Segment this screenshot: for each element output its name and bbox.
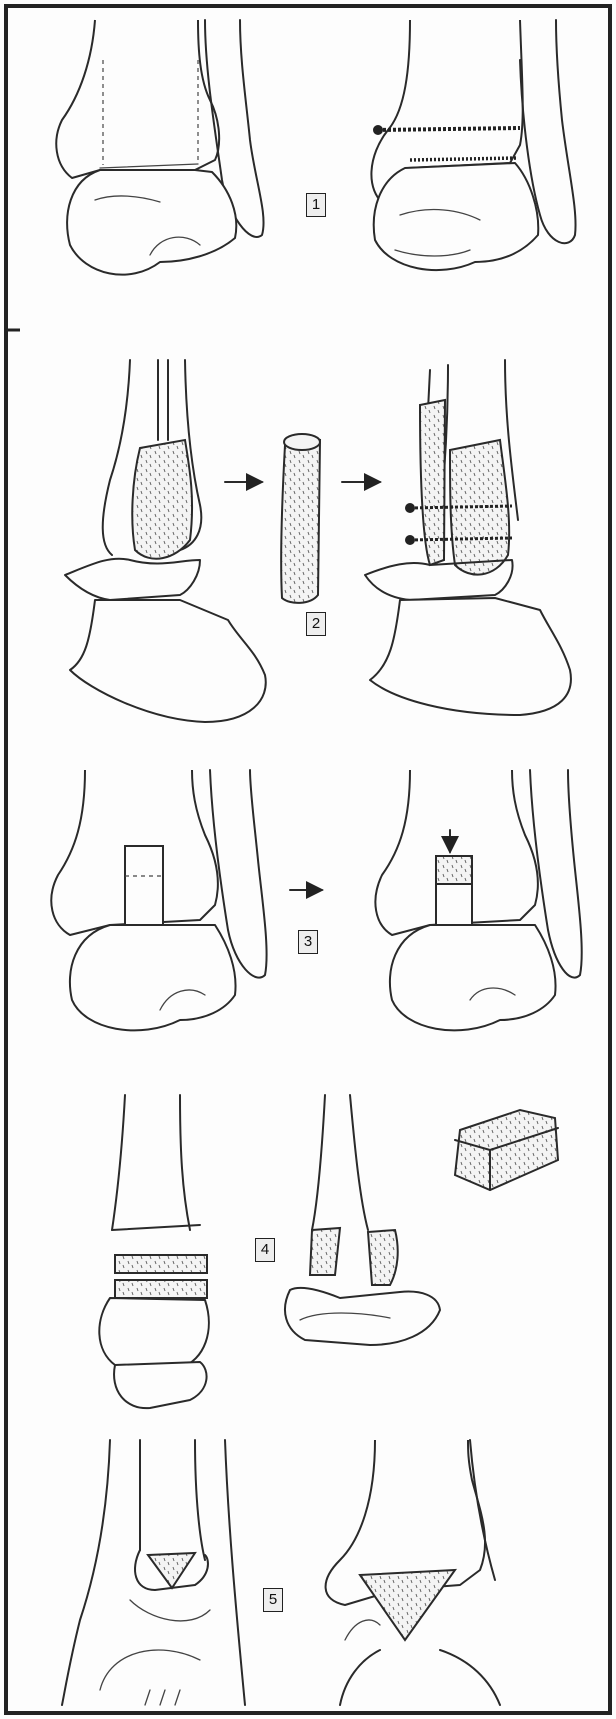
panel-4-wedge-graft (455, 1110, 558, 1190)
panel-4-ankle-side (285, 1095, 440, 1345)
panel-3-ankle-after (375, 770, 581, 1030)
panel-1-ankle-before (56, 20, 263, 275)
panel-2-ankle-after (365, 360, 571, 715)
panel-4-ankle-front (99, 1095, 209, 1408)
panel-2-ankle-before (65, 360, 266, 722)
panel-2-bone-graft (281, 434, 320, 603)
panel-1 (56, 20, 575, 275)
panel-label-1: 1 (306, 193, 326, 217)
panel-label-2: 2 (306, 612, 326, 636)
panel-label-5: 5 (263, 1588, 283, 1612)
panel-2 (65, 360, 571, 722)
panel-5-ankle-side (326, 1440, 500, 1705)
panel-3 (51, 770, 581, 1030)
panel-5-ankle-front (62, 1440, 245, 1705)
panel-label-4: 4 (255, 1238, 275, 1262)
panel-label-3: 3 (298, 930, 318, 954)
panel-5 (62, 1440, 500, 1705)
panel-4 (99, 1095, 558, 1408)
panel-1-ankle-after (371, 20, 575, 270)
panel-3-ankle-before (51, 770, 266, 1030)
